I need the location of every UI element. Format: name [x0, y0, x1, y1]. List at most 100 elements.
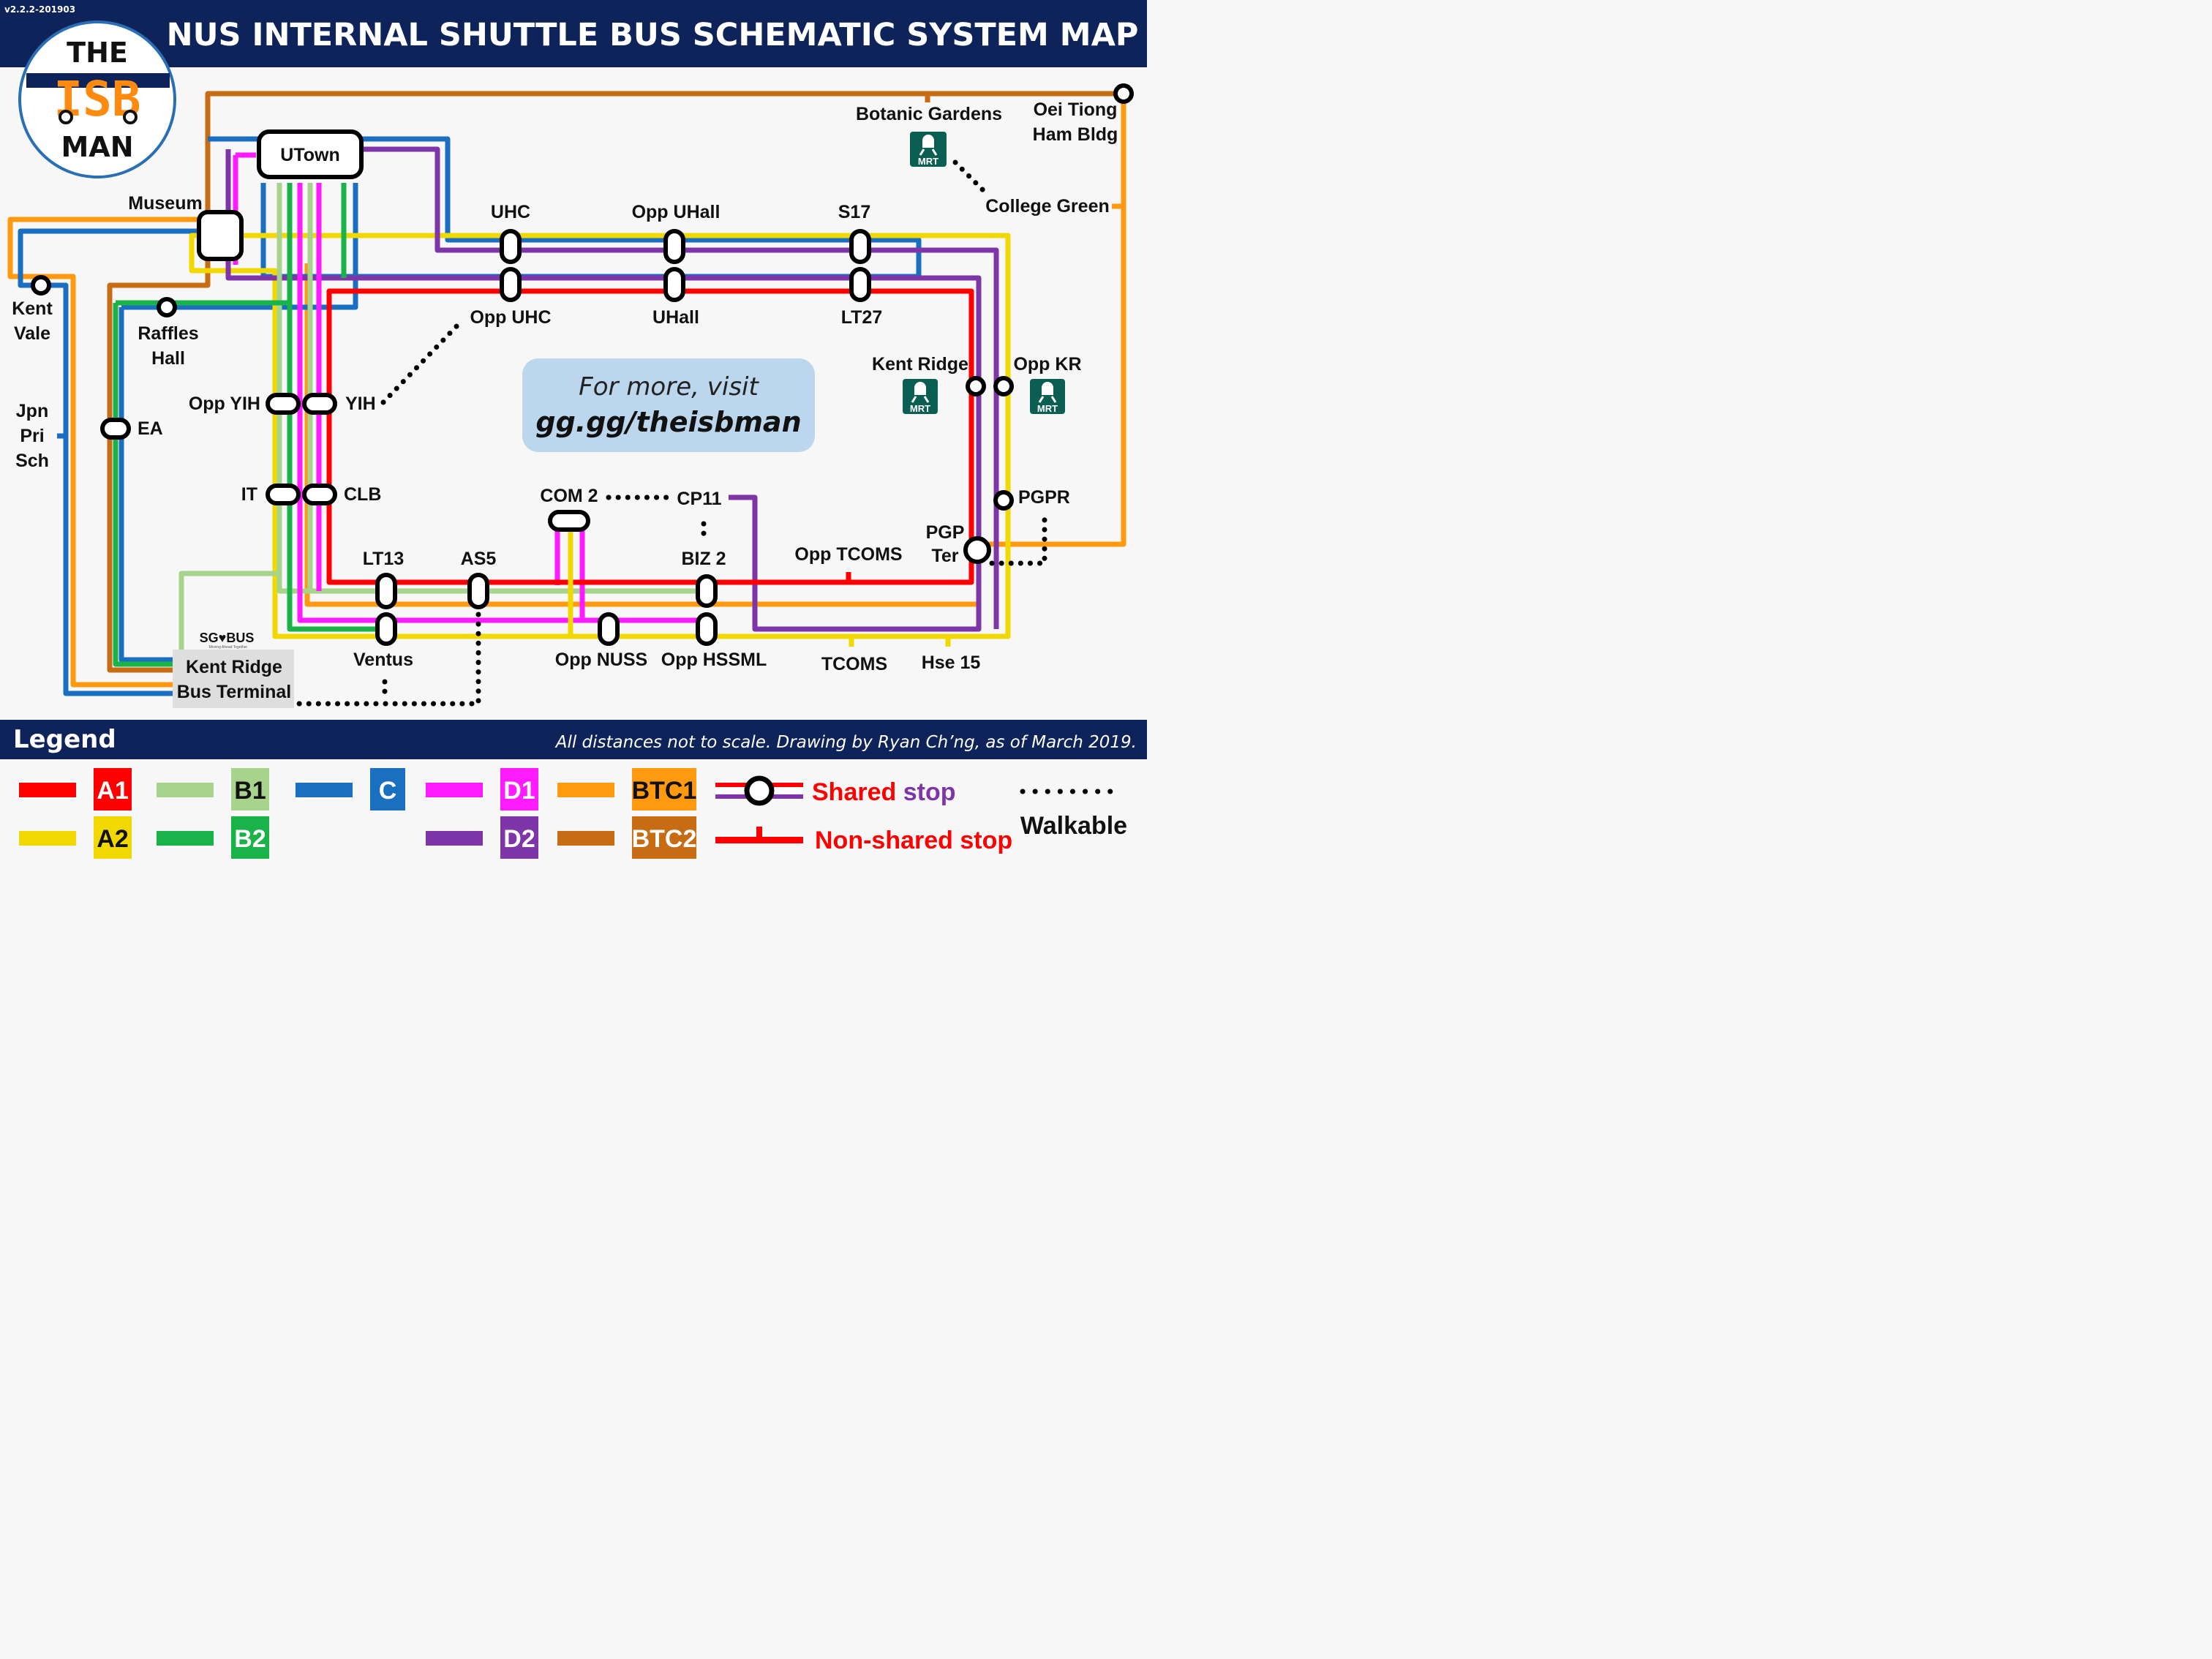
bus-terminal-box[interactable] [173, 650, 294, 708]
label-botanic-gardens: Botanic Gardens [856, 104, 1002, 124]
stop-uhall[interactable] [663, 267, 685, 302]
label-biz2: BIZ 2 [681, 549, 726, 569]
stop-it[interactable] [266, 484, 301, 505]
stop-opp-kr[interactable] [993, 376, 1014, 396]
label-as5: AS5 [461, 549, 497, 569]
stop-opp-yih[interactable] [266, 393, 301, 415]
label-jpn-1: Jpn [16, 401, 48, 421]
legend-route-label-c: C [379, 777, 397, 805]
legend-badge-b2 [231, 816, 269, 859]
version-label: v2.2.2-201903 [4, 4, 75, 15]
legend-line-b1 [157, 783, 214, 797]
stop-clb[interactable] [302, 484, 337, 505]
label-ventus: Ventus [353, 650, 413, 670]
legend-line-c [296, 783, 353, 797]
legend-badge-btc2 [632, 816, 696, 859]
legend-badge-a1 [94, 768, 132, 810]
label-krbt-2: Bus Terminal [177, 682, 292, 702]
label-opp-nuss: Opp NUSS [555, 650, 647, 670]
label-yih: YIH [345, 394, 376, 414]
legend-header-band [0, 720, 1147, 759]
legend-line-b2 [157, 831, 214, 846]
stop-pgpr[interactable] [993, 490, 1014, 511]
route-line-d1 [233, 152, 702, 623]
stop-oei-tiong-ham[interactable] [1113, 83, 1134, 104]
label-clb: CLB [344, 484, 381, 505]
info-box-link[interactable]: gg.gg/theisbman [535, 406, 801, 438]
mrt-label: MRT [910, 403, 930, 414]
legend-route-label-a2: A2 [97, 825, 128, 853]
footer-note: All distances not to scale. Drawing by R… [554, 733, 1137, 752]
label-com2: COM 2 [540, 486, 598, 506]
label-pgpr: PGPR [1018, 487, 1070, 508]
legend-badge-b1 [231, 768, 269, 810]
label-cp11: CP11 [677, 489, 721, 509]
label-lt27: LT27 [841, 307, 883, 328]
stop-labels: UTown Museum Kent Vale Raffles Hall Jpn … [12, 99, 1118, 702]
stop-raffles-hall[interactable] [157, 297, 177, 317]
stop-yih[interactable] [302, 393, 337, 415]
label-uhc: UHC [491, 202, 530, 222]
stop-pgp-terminal[interactable] [963, 536, 991, 564]
label-kent-ridge: Kent Ridge [872, 354, 968, 375]
label-raffles-2: Hall [151, 348, 185, 369]
legend-shared-stop: Shared stop [715, 775, 955, 806]
bus-schematic-map: v2.2.2-201903 NUS INTERNAL SHUTTLE BUS S… [0, 0, 1147, 860]
route-line-b1 [178, 183, 702, 650]
mrt-badge-kent-ridge: MRT [903, 379, 938, 414]
stop-opp-uhc[interactable] [500, 267, 522, 302]
stop-ventus[interactable] [375, 612, 397, 646]
logo-text-bottom: MAN [61, 131, 133, 163]
label-opp-yih: Opp YIH [189, 394, 260, 414]
label-pgp-2: Ter [931, 546, 958, 566]
label-oei-1: Oei Tiong [1034, 99, 1118, 120]
stop-kent-vale[interactable] [31, 275, 51, 296]
stop-utown-box[interactable] [257, 129, 364, 179]
label-ea: EA [138, 418, 163, 439]
mrt-label: MRT [918, 156, 938, 167]
legend-line-a1 [19, 783, 76, 797]
legend-line-btc2 [557, 831, 614, 846]
legend-route-label-b1: B1 [234, 777, 266, 805]
walk-botanic-college [952, 159, 992, 199]
label-opp-tcoms: Opp TCOMS [794, 544, 902, 565]
label-opp-kr: Opp KR [1013, 354, 1081, 375]
legend-walkable-label: Walkable [1020, 812, 1127, 840]
stop-opp-uhall[interactable] [663, 229, 685, 264]
label-kent-vale-2: Vale [14, 323, 50, 344]
stop-biz2[interactable] [696, 574, 718, 608]
legend-line-btc1 [557, 783, 614, 797]
sgbus-logo: SG♥BUS [200, 631, 255, 645]
route-line-a2 [189, 233, 1011, 639]
stop-lt13[interactable] [375, 573, 397, 609]
route-line-c2 [121, 183, 358, 310]
stop-s17[interactable] [849, 229, 871, 264]
stop-as5[interactable] [467, 573, 489, 609]
sgbus-tagline: Moving Ahead Together [209, 645, 248, 650]
label-tcoms: TCOMS [821, 654, 887, 674]
logo-text-top: THE [67, 37, 128, 69]
label-lt13: LT13 [363, 549, 405, 569]
stop-uhc[interactable] [500, 229, 522, 264]
stop-lt27[interactable] [849, 267, 871, 302]
stop-museum-box[interactable] [197, 210, 244, 261]
stop-ea[interactable] [100, 418, 131, 440]
label-jpn-2: Pri [20, 426, 44, 446]
label-kent-vale-1: Kent [12, 298, 53, 319]
label-pgp-1: PGP [926, 522, 965, 543]
label-s17: S17 [838, 202, 870, 222]
label-college-green: College Green [985, 196, 1110, 217]
stop-opp-nuss[interactable] [598, 612, 620, 646]
info-box [522, 358, 815, 452]
stop-kent-ridge[interactable] [966, 376, 986, 396]
walk-yih-oppuhc [380, 319, 464, 405]
legend-non-shared-stop: Non-shared stop [715, 827, 1012, 854]
mrt-badge-botanic: MRT [910, 132, 947, 167]
stop-opp-hssml[interactable] [696, 612, 718, 646]
stop-com2[interactable] [548, 510, 590, 532]
label-opp-hssml: Opp HSSML [661, 650, 767, 670]
legend-route-label-btc1: BTC1 [632, 777, 697, 805]
legend-walkable: Walkable [1020, 789, 1127, 840]
label-opp-uhc: Opp UHC [470, 307, 551, 328]
